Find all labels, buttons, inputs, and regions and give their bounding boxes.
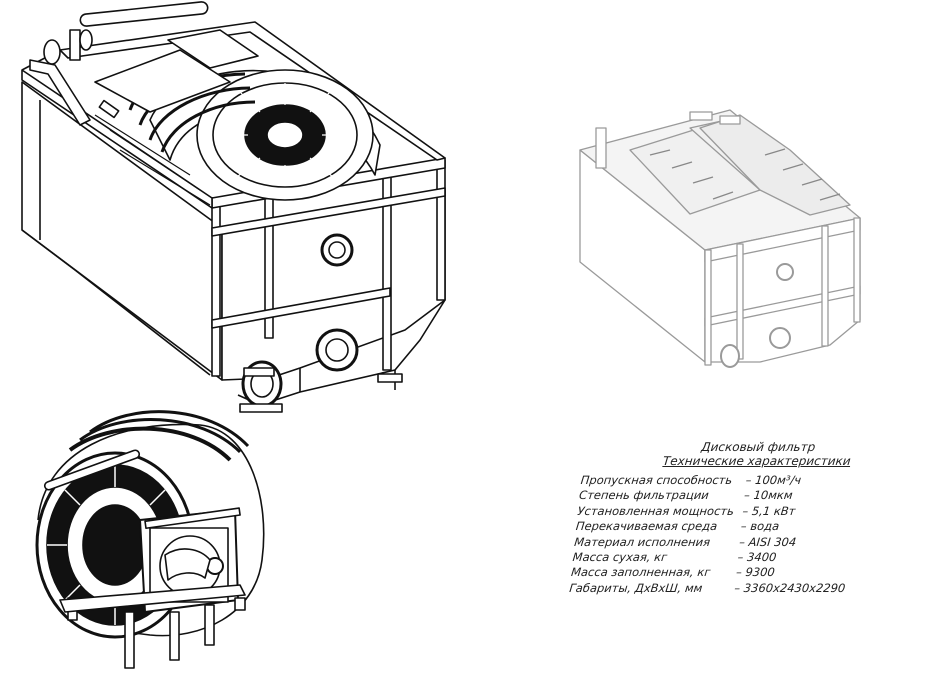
spec-label: Масса заполненная, кг: [570, 565, 712, 580]
spec-label: Перекачиваемая среда: [575, 519, 718, 534]
spec-label: Степень фильтрации: [578, 488, 710, 503]
spec-label: Установленная мощность: [576, 503, 735, 518]
spec-value: – 9300: [735, 565, 776, 580]
spec-row: Масса заполненная, кг – 9300: [570, 565, 902, 580]
technical-specs-block: Дисковый фильтр Технические характеристи…: [569, 440, 915, 596]
spec-row: Перекачиваемая среда – вода: [575, 519, 907, 534]
front-nozzle-upper: [320, 233, 354, 267]
spec-row: Степень фильтрации – 10мкм: [578, 488, 910, 503]
spec-row: Габариты, ДхВхШ, мм – 3360х2430х2290: [569, 581, 901, 596]
spec-value: – AISI 304: [738, 534, 798, 549]
inlet-pipe: [79, 1, 209, 27]
spec-subtitle: Технические характеристики: [662, 454, 852, 468]
spec-label: Пропускная способность: [580, 473, 733, 487]
closed-cover-disc-filter-drawing: [579, 109, 861, 368]
spec-label: Масса сухая, кг: [571, 550, 668, 565]
spec-row: Пропускная способность – 100м³/ч: [580, 473, 912, 488]
drain-nozzle: [720, 344, 740, 368]
spec-label: Габариты, ДхВхШ, мм: [568, 580, 704, 595]
spec-row: Масса сухая, кг – 3400: [572, 550, 904, 565]
drain-nozzle: [241, 360, 283, 408]
disc-drum: [94, 58, 381, 206]
frame-upright: [436, 159, 446, 301]
front-nozzle-lower: [315, 328, 359, 372]
open-frame-disc-filter-drawing: [21, 1, 446, 413]
spec-row: Материал исполнения – AISI 304: [573, 535, 905, 550]
spec-row: Установленная мощность – 5,1 кВт: [577, 504, 909, 519]
spec-value: – вода: [740, 519, 780, 534]
spec-value: – 3360х2430х2290: [733, 580, 847, 595]
spec-label: Материал исполнения: [573, 534, 711, 549]
spec-title: Дисковый фильтр: [700, 440, 816, 454]
spec-value: – 5,1 кВт: [741, 503, 797, 518]
front-nozzle-lower: [769, 327, 791, 349]
spec-value: – 100м³/ч: [745, 473, 802, 487]
frame-upright: [211, 197, 221, 377]
disc-drum-assembly-drawing: [35, 410, 265, 669]
front-nozzle-upper: [776, 263, 794, 281]
spec-table: Пропускная способность – 100м³/ч Степень …: [569, 473, 912, 596]
spec-value: – 10мкм: [743, 488, 794, 503]
spec-value: – 3400: [736, 550, 778, 565]
